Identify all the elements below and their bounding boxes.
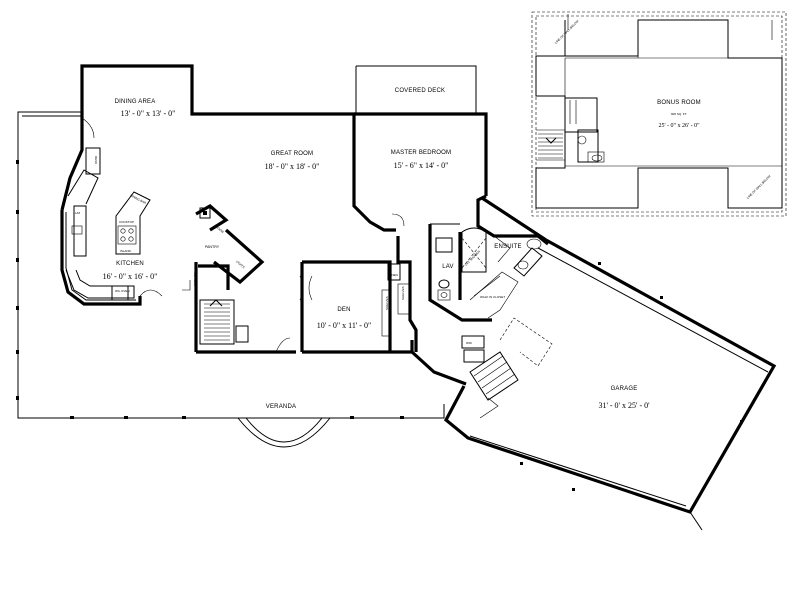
covered-deck-name: COVERED DECK — [395, 88, 445, 94]
lm-label: L/M — [75, 211, 81, 215]
kitchen-name: KITCHEN — [116, 261, 144, 267]
room-labels: DINING AREA 13' - 0" x 13' - 0" GREAT RO… — [103, 88, 522, 330]
garage-name: GARAGE — [611, 386, 638, 392]
den-dim: 10' - 0" x 11' - 0" — [317, 321, 371, 330]
wd-label: W/D — [466, 341, 473, 345]
house-walls — [60, 64, 549, 386]
den-name: DEN — [337, 307, 350, 313]
bonus-room-area: 900 SQ. FT. — [671, 112, 687, 116]
wall-oven-label: W/L OVEN — [115, 289, 130, 293]
lav-name: LAV — [442, 264, 454, 270]
bonus-room-name: BONUS ROOM — [657, 100, 701, 106]
shelves-left-label: SHELVES — [193, 272, 197, 286]
kitchen-dim: 16' - 0" x 16' - 0" — [103, 272, 158, 281]
master-bedroom-dim: 15' - 6" x 14' - 0" — [394, 161, 449, 170]
great-room-name: GREAT ROOM — [271, 151, 313, 157]
master-bedroom-name: MASTER BEDROOM — [391, 150, 451, 156]
linen-label: LINEN — [389, 273, 398, 277]
line-of-wall-below-bottom: LINE OF WALL BELOW — [746, 174, 772, 200]
dining-bar-label: DINING BAR — [130, 193, 148, 205]
cooktop-label: COOKTOP — [119, 220, 134, 224]
dining-area-dim: 13' - 0" x 13' - 0" — [121, 109, 176, 118]
bonus-room-dim: 25' - 0" x 26' - 0" — [658, 123, 700, 129]
desk-label: DESK — [94, 156, 98, 164]
island-label: ISLAND — [120, 249, 132, 253]
bonus-room-inset: BONUS ROOM 900 SQ. FT. 25' - 0" x 26' - … — [531, 11, 787, 217]
veranda-name: VERANDA — [266, 404, 296, 410]
line-of-wall-below-top: LINE OF WALL BELOW — [554, 19, 580, 45]
walk-in-closet-label: WALK IN CLOSET — [480, 295, 505, 299]
shelves-den-label: SHELVES — [385, 296, 389, 310]
veranda: VERANDA — [16, 111, 445, 448]
coats-label: COATS — [235, 260, 245, 270]
ensuite-name: ENSUITE — [494, 244, 521, 250]
dining-area-name: DINING AREA — [115, 99, 156, 105]
pantry-label: PANTRY — [205, 245, 220, 249]
garage-dim: 31' - 0' x 25' - 0' — [598, 401, 650, 410]
broom-label: BROOM — [213, 224, 225, 235]
shelves-right-label: SHELVES — [401, 286, 405, 300]
great-room-dim: 18' - 0" x 18' - 0" — [265, 162, 320, 171]
interior-details — [65, 117, 543, 419]
garage: GARAGE 31' - 0' x 25' - 0' — [443, 238, 777, 531]
